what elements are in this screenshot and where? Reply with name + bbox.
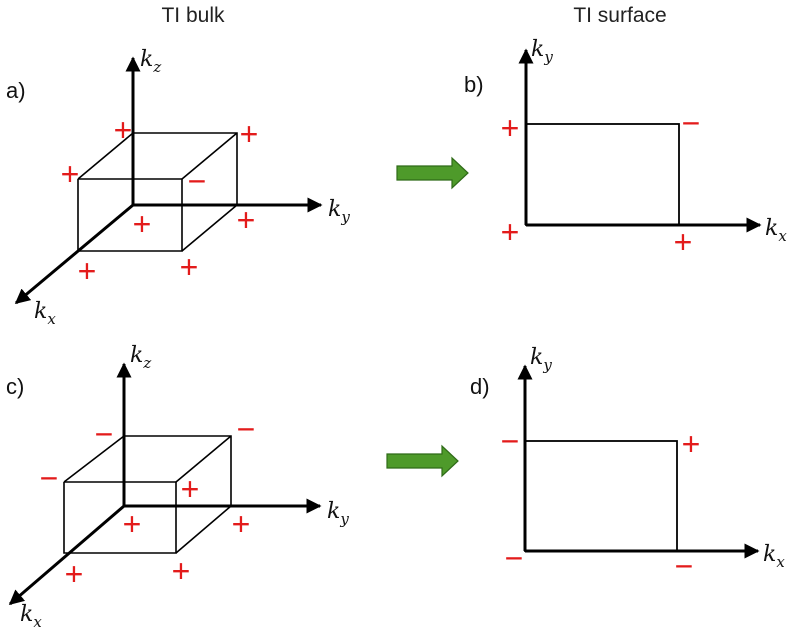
panel-d: d) ky kx − + − − bbox=[470, 345, 785, 584]
sign-d-top-left: − bbox=[501, 423, 520, 459]
panel-c-label: c) bbox=[6, 374, 24, 399]
panel-c: c) kz ky kx − − − + + + + + bbox=[6, 343, 349, 631]
sign-c-top-back-right: − bbox=[237, 411, 256, 447]
kx-axis bbox=[14, 203, 134, 305]
panel-d-label: d) bbox=[470, 374, 490, 399]
sign-d-bottom-right: − bbox=[675, 548, 694, 584]
kx-axis bbox=[8, 504, 125, 606]
surface-rect-d bbox=[524, 440, 678, 552]
sign-a-bottom-front-left: + bbox=[78, 253, 97, 289]
sign-c-bottom-front-left: + bbox=[65, 556, 84, 592]
sign-c-bottom-back-right: + bbox=[232, 506, 251, 542]
ky-axis-label: ky bbox=[530, 345, 552, 374]
ky-axis-label: ky bbox=[327, 499, 349, 528]
kz-axis-label: kz bbox=[140, 47, 161, 76]
arrow-right-icon bbox=[386, 444, 459, 478]
sign-c-top-front-right: + bbox=[181, 471, 200, 507]
sign-a-bottom-back-left: + bbox=[133, 206, 152, 242]
bulk-cube-c bbox=[63, 435, 232, 554]
sign-b-top-left: + bbox=[501, 110, 520, 146]
sign-d-top-right: + bbox=[682, 426, 701, 462]
ky-axis-label: ky bbox=[328, 197, 350, 226]
sign-a-top-front-left: + bbox=[61, 156, 80, 192]
panel-a: a) kz ky kx + + + − + + + + bbox=[6, 47, 350, 328]
sign-a-bottom-back-right: + bbox=[237, 202, 256, 238]
kz-axis-label: kz bbox=[130, 343, 151, 372]
sign-c-bottom-front-right: + bbox=[172, 553, 191, 589]
arrow-right-icon bbox=[396, 156, 469, 190]
bulk-cube-a bbox=[77, 132, 238, 252]
ky-axis-label: ky bbox=[531, 37, 553, 66]
sign-c-top-front-left: − bbox=[40, 460, 59, 496]
sign-c-bottom-back-left: + bbox=[123, 506, 142, 542]
kx-axis-label: kx bbox=[765, 216, 787, 245]
surface-rect-b bbox=[525, 123, 680, 226]
panel-b-label: b) bbox=[464, 72, 484, 97]
sign-a-bottom-front-right: + bbox=[180, 249, 199, 285]
kx-axis-label: kx bbox=[763, 542, 785, 571]
title-bulk: TI bulk bbox=[161, 4, 225, 27]
sign-b-bottom-left: + bbox=[501, 214, 520, 250]
panel-a-label: a) bbox=[6, 78, 26, 103]
sign-d-bottom-left: − bbox=[505, 540, 524, 576]
sign-b-bottom-right: + bbox=[674, 224, 693, 260]
sign-a-top-front-right: − bbox=[188, 163, 207, 199]
panel-b: b) ky kx + − + + bbox=[464, 37, 787, 260]
title-surface: TI surface bbox=[573, 4, 666, 27]
sign-c-top-back-left: − bbox=[95, 416, 114, 452]
sign-a-top-back-left: + bbox=[114, 112, 133, 148]
kx-axis-label: kx bbox=[20, 602, 42, 631]
kx-axis-label: kx bbox=[34, 299, 56, 328]
sign-b-top-right: − bbox=[682, 105, 701, 141]
sign-a-top-back-right: + bbox=[240, 116, 259, 152]
